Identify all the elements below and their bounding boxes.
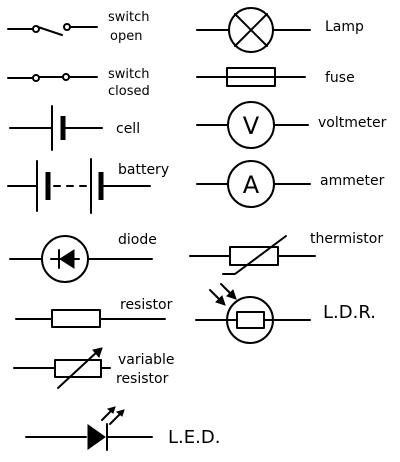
- battery-label: battery: [118, 162, 169, 178]
- fuse-label: fuse: [325, 70, 355, 86]
- switch-closed-label-line1: switch: [108, 67, 150, 82]
- voltmeter-symbol: [196, 101, 309, 149]
- cell-label: cell: [116, 121, 140, 137]
- cell-symbol: [9, 105, 103, 151]
- switch-closed-symbol: [7, 73, 98, 82]
- thermistor-symbol: [189, 235, 316, 275]
- ldr-label: L.D.R.: [323, 302, 376, 323]
- led-label: L.E.D.: [168, 427, 220, 448]
- diode-label: diode: [118, 232, 157, 248]
- variable-resistor-label-line2: resistor: [116, 371, 169, 387]
- ldr-symbol: [195, 283, 311, 344]
- diode-symbol: [9, 235, 153, 283]
- resistor-symbol: [15, 309, 166, 328]
- led-symbol: [25, 406, 153, 451]
- voltmeter-letter: V: [243, 112, 260, 140]
- voltmeter-label: voltmeter: [318, 115, 387, 131]
- thermistor-label: thermistor: [310, 231, 383, 247]
- resistor-label: resistor: [120, 297, 173, 313]
- switch-open-label-line1: switch: [108, 10, 150, 25]
- switch-open-label-line2: open: [110, 29, 142, 44]
- variable-resistor-symbol: [13, 347, 111, 389]
- lamp-symbol: [196, 7, 311, 53]
- ammeter-label: ammeter: [320, 173, 385, 189]
- variable-resistor-label-line1: variable: [118, 352, 174, 368]
- switch-closed-label-line2: closed: [108, 84, 150, 99]
- ammeter-symbol: [196, 160, 311, 208]
- switch-open-symbol: [7, 23, 98, 36]
- ammeter-letter: A: [243, 171, 260, 199]
- fuse-symbol: [196, 67, 306, 87]
- lamp-label: Lamp: [325, 19, 364, 35]
- battery-symbol: [7, 158, 151, 214]
